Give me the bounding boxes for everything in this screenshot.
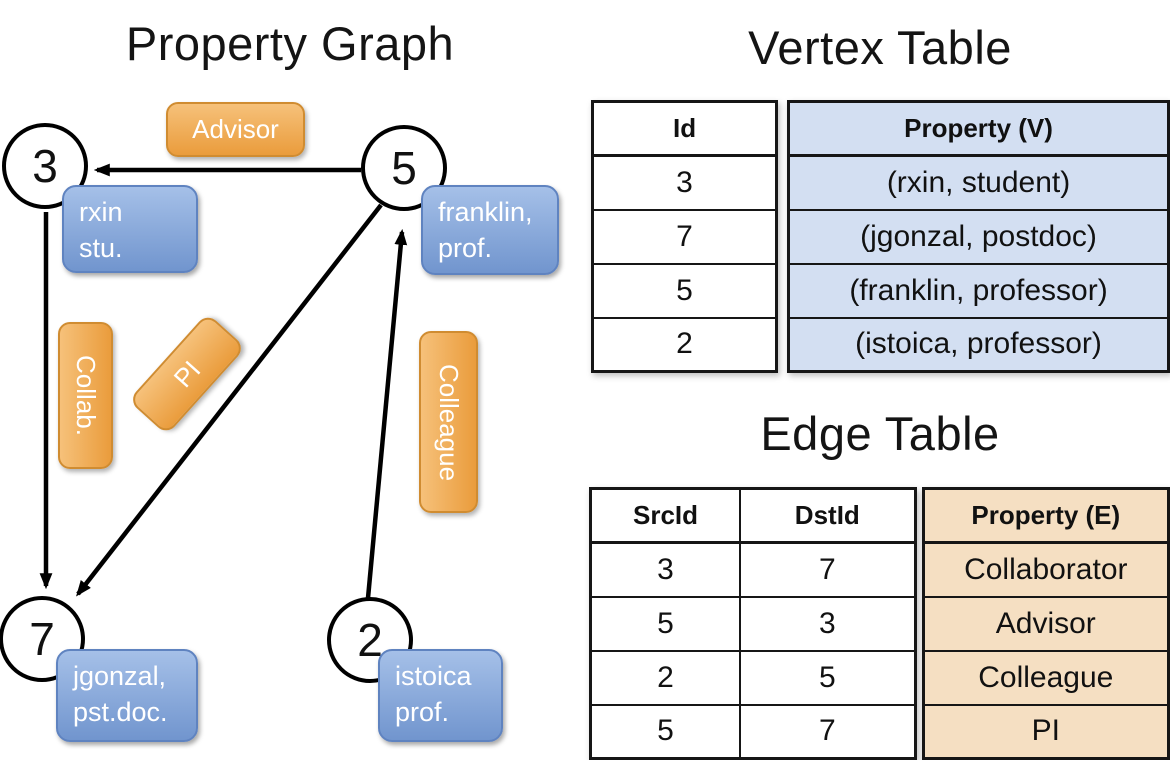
edge-5-to-7-pi [76,203,383,597]
table-row: (rxin, student) [787,154,1170,211]
vertex-property-box-3: rxin stu. [62,185,198,273]
vertex-property-box-2: istoica prof. [378,649,503,742]
table-row: 5 [591,262,778,319]
edge-table-header-property: Property (E) [922,487,1170,544]
property-graph-title: Property Graph [125,17,455,70]
table-row: (istoica, professor) [787,316,1170,373]
table-row: Colleague [922,649,1170,706]
edge-label-pi-text: PI [167,354,206,393]
edge-property-cell: Advisor [922,595,1170,652]
edge-label-collab: Collab. [58,322,113,469]
edge-label-advisor: Advisor [166,102,305,157]
vertex-property-cell: (franklin, professor) [787,262,1170,319]
edge-table: SrcId DstId 3 7 5 3 2 5 5 7 Property (E) [589,487,1170,760]
vertex-property-box-5: franklin, prof. [421,185,559,275]
edge-src-cell: 5 [589,595,742,652]
edge-label-advisor-text: Advisor [192,114,279,144]
edge-label-colleague: Colleague [419,331,478,513]
table-row: Collaborator [922,541,1170,598]
table-row: PI [922,703,1170,760]
edge-dst-cell: 3 [739,595,917,652]
table-row: 2 5 [589,649,917,706]
edge-table-header-dst: DstId [739,487,917,544]
vertex-property-box-7: jgonzal, pst.doc. [56,649,198,742]
edge-table-title: Edge Table [760,407,1000,460]
vertex-id-cell: 5 [591,262,778,319]
vertex-property-cell: (jgonzal, postdoc) [787,208,1170,265]
edge-table-header-src: SrcId [589,487,742,544]
edge-table-id-columns: SrcId DstId 3 7 5 3 2 5 5 7 [589,487,917,760]
edge-src-cell: 5 [589,703,742,760]
vertex-property-line1: rxin [79,197,123,227]
vertex-property-line2: pst.doc. [73,696,168,727]
vertex-circle-2: 2 [327,597,413,683]
vertex-table-id-column: Id 3 7 5 2 [591,100,779,373]
vertex-table-title: Vertex Table [748,21,1012,74]
vertex-property-cell: (istoica, professor) [787,316,1170,373]
table-row: 2 [591,316,778,373]
vertex-id-cell: 7 [591,208,778,265]
edge-dst-cell: 7 [739,703,917,760]
table-row: 7 [591,208,778,265]
vertex-property-line2: prof. [395,696,450,727]
vertex-property-line1: istoica [395,661,472,691]
vertex-table-header-property: Property (V) [787,100,1170,157]
table-row: 3 7 [589,541,917,598]
table-row: 5 3 [589,595,917,652]
edge-2-to-5-colleague [365,228,408,599]
edge-dst-cell: 7 [739,541,917,598]
graph-edges [39,163,408,599]
table-row: (jgonzal, postdoc) [787,208,1170,265]
edge-label-colleague-text: Colleague [434,363,464,481]
edge-src-cell: 2 [589,649,742,706]
vertex-property-cell: (rxin, student) [787,154,1170,211]
vertex-id-cell: 2 [591,316,778,373]
edge-property-cell: PI [922,703,1170,760]
edge-src-cell: 3 [589,541,742,598]
table-row: 3 [591,154,778,211]
vertex-property-line2: prof. [438,232,493,263]
vertex-circle-5: 5 [361,125,447,211]
vertex-id-cell: 3 [591,154,778,211]
edge-property-cell: Colleague [922,649,1170,706]
table-row: Advisor [922,595,1170,652]
edge-property-cell: Collaborator [922,541,1170,598]
edge-label-collab-text: Collab. [71,355,101,436]
vertex-table: Id 3 7 5 2 Property (V) (rxin, student) … [591,100,1170,373]
vertex-table-property-column: Property (V) (rxin, student) (jgonzal, p… [787,100,1170,373]
vertex-property-line2: stu. [79,232,123,263]
table-row: (franklin, professor) [787,262,1170,319]
vertex-property-line1: franklin, [438,197,533,227]
table-row: 5 7 [589,703,917,760]
vertex-property-line1: jgonzal, [73,661,167,691]
edge-dst-cell: 5 [739,649,917,706]
edge-table-property-column: Property (E) Collaborator Advisor Collea… [921,487,1170,760]
vertex-table-header-id: Id [591,100,778,157]
